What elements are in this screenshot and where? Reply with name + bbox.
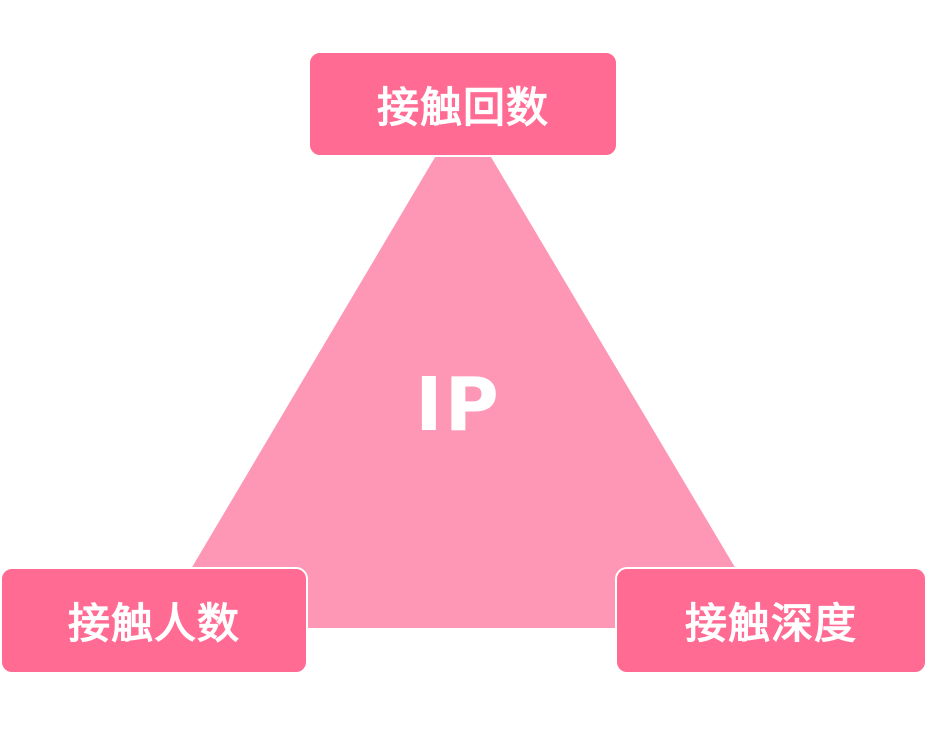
center-label-ip: IP	[415, 362, 501, 448]
node-contact-frequency: 接触回数	[308, 51, 618, 157]
ip-triangle	[156, 110, 771, 628]
node-contact-depth: 接触深度	[615, 567, 927, 674]
node-contact-people: 接触人数	[0, 567, 308, 674]
